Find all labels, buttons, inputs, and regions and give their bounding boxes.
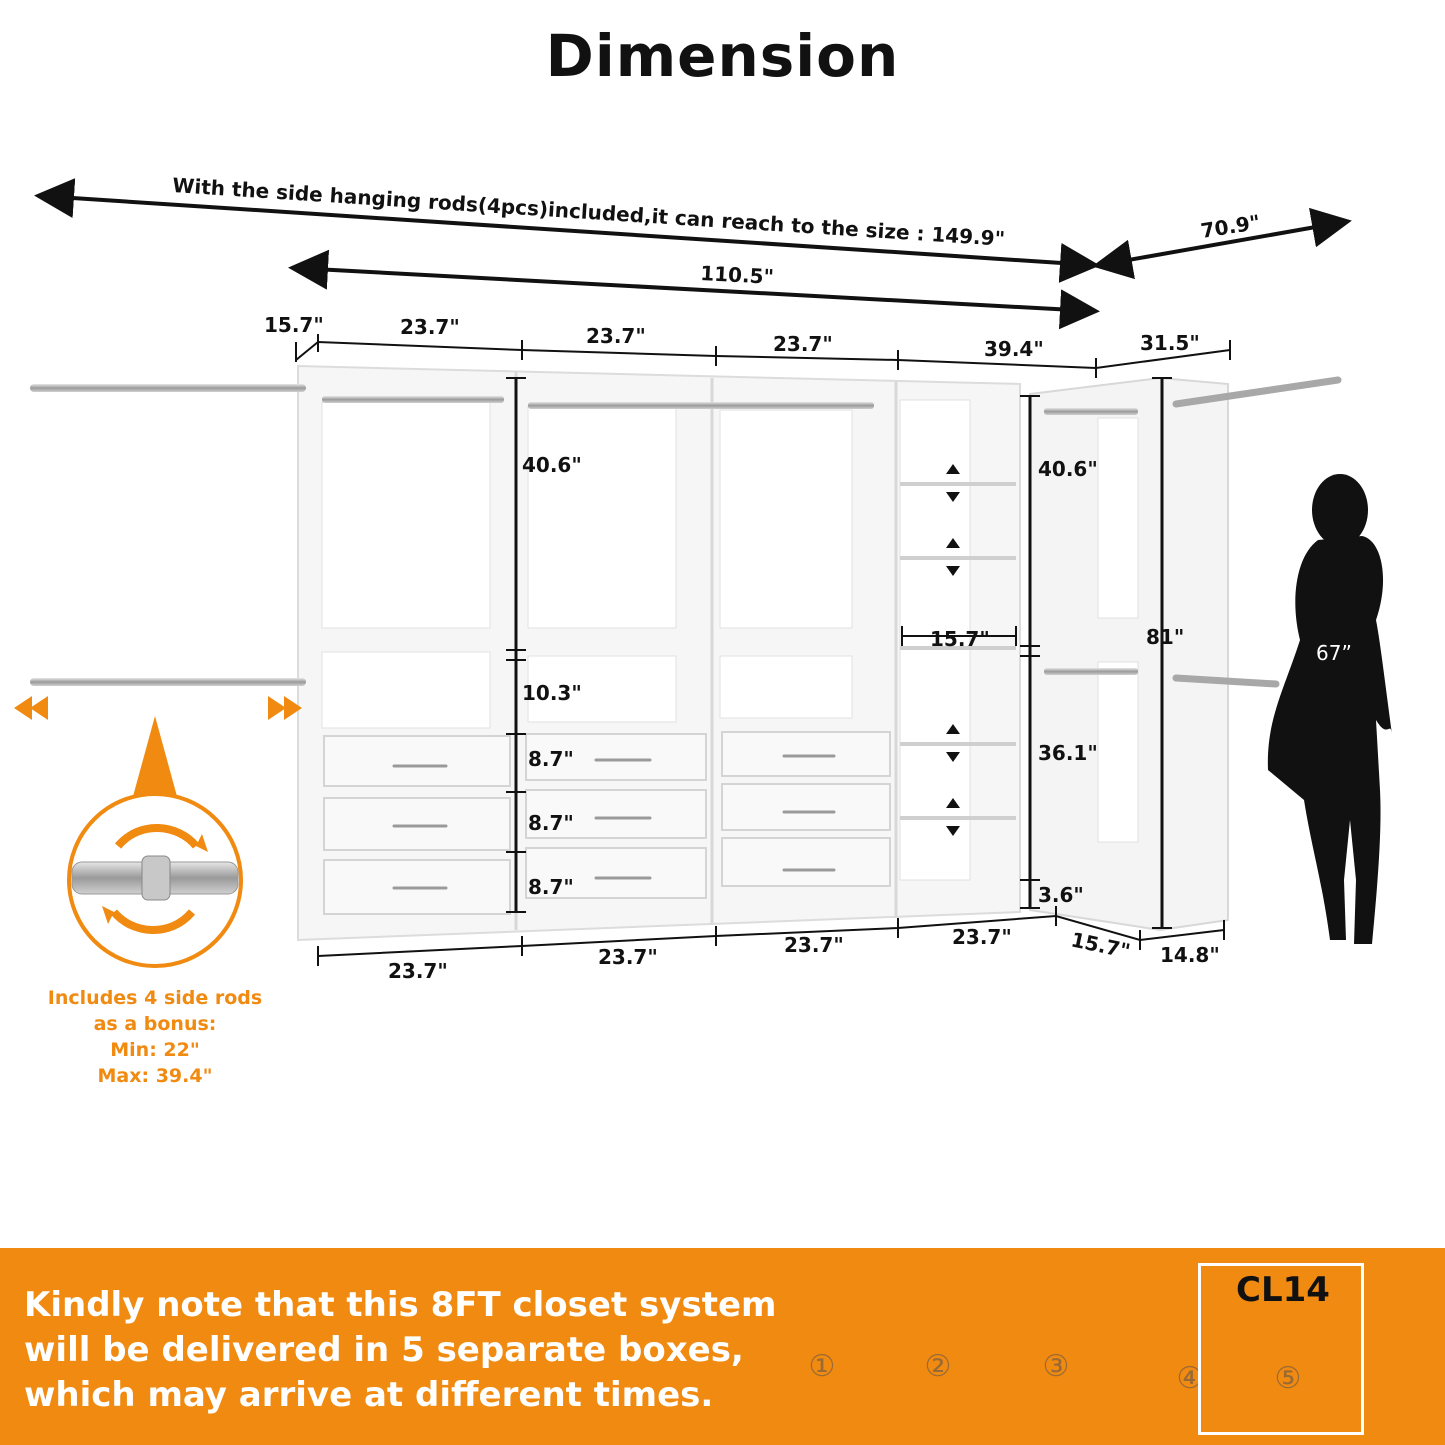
vertical-dimension-lines <box>506 377 1172 929</box>
corner-hang-upper-label: 40.6" <box>1038 457 1098 481</box>
top-corner-label: 39.4" <box>984 337 1044 361</box>
corner-hang-lower-label: 36.1" <box>1038 741 1098 765</box>
top-side-label: 15.7" <box>264 313 324 337</box>
top-dimension-line <box>295 334 1231 378</box>
main-width-label: 110.5" <box>700 261 775 289</box>
top-col1-label: 23.7" <box>400 315 460 339</box>
shelf-width-label: 15.7" <box>930 627 990 651</box>
bottom-corner-label: 15.7" <box>1069 927 1132 963</box>
shelf-gap-label: 10.3" <box>522 681 582 705</box>
bottom-col2-label: 23.7" <box>598 945 658 969</box>
note-line-3: which may arrive at different times. <box>24 1375 714 1415</box>
top-col3-label: 23.7" <box>773 332 833 356</box>
main-width-arrow <box>288 249 1100 330</box>
drawer1-label: 8.7" <box>528 747 574 771</box>
top-col2-label: 23.7" <box>586 324 646 348</box>
bottom-col1-label: 23.7" <box>388 959 448 983</box>
person-height-label: 67” <box>1316 641 1352 665</box>
bonus-line-2: as a bonus: <box>93 1013 217 1035</box>
bottom-dimension-line <box>317 906 1225 966</box>
side-depth-arrow <box>1092 207 1352 280</box>
delivery-note: Kindly note that this 8FT closet system … <box>24 1283 784 1418</box>
note-line-2: will be delivered in 5 separate boxes, <box>24 1330 744 1370</box>
bonus-line-3: Min: 22" <box>110 1039 200 1061</box>
bonus-line-4: Max: 39.4" <box>97 1065 213 1087</box>
delivery-banner <box>0 1248 1445 1445</box>
base-label: 3.6" <box>1038 883 1084 907</box>
note-line-1: Kindly note that this 8FT closet system <box>24 1285 777 1325</box>
closet-body <box>297 364 1229 942</box>
bottom-right-label: 14.8" <box>1160 943 1220 967</box>
rod-extension-illustration <box>14 696 302 968</box>
hanging-rods <box>30 376 1342 688</box>
drawer3-label: 8.7" <box>528 875 574 899</box>
bottom-col4-label: 23.7" <box>952 925 1012 949</box>
bottom-col3-label: 23.7" <box>784 933 844 957</box>
hang-height-label: 40.6" <box>522 453 582 477</box>
drawer2-label: 8.7" <box>528 811 574 835</box>
bonus-rods-note: Includes 4 side rods as a bonus: Min: 22… <box>30 985 280 1089</box>
adjustable-shelf-icons <box>946 464 960 836</box>
product-code: CL14 <box>1236 1270 1330 1310</box>
bonus-line-1: Includes 4 side rods <box>47 987 263 1009</box>
product-code-frame <box>1198 1263 1364 1435</box>
person-silhouette <box>1267 474 1392 944</box>
top-right-label: 31.5" <box>1140 331 1200 355</box>
page-title: Dimension <box>545 22 900 90</box>
total-height-label: 81" <box>1146 625 1184 649</box>
